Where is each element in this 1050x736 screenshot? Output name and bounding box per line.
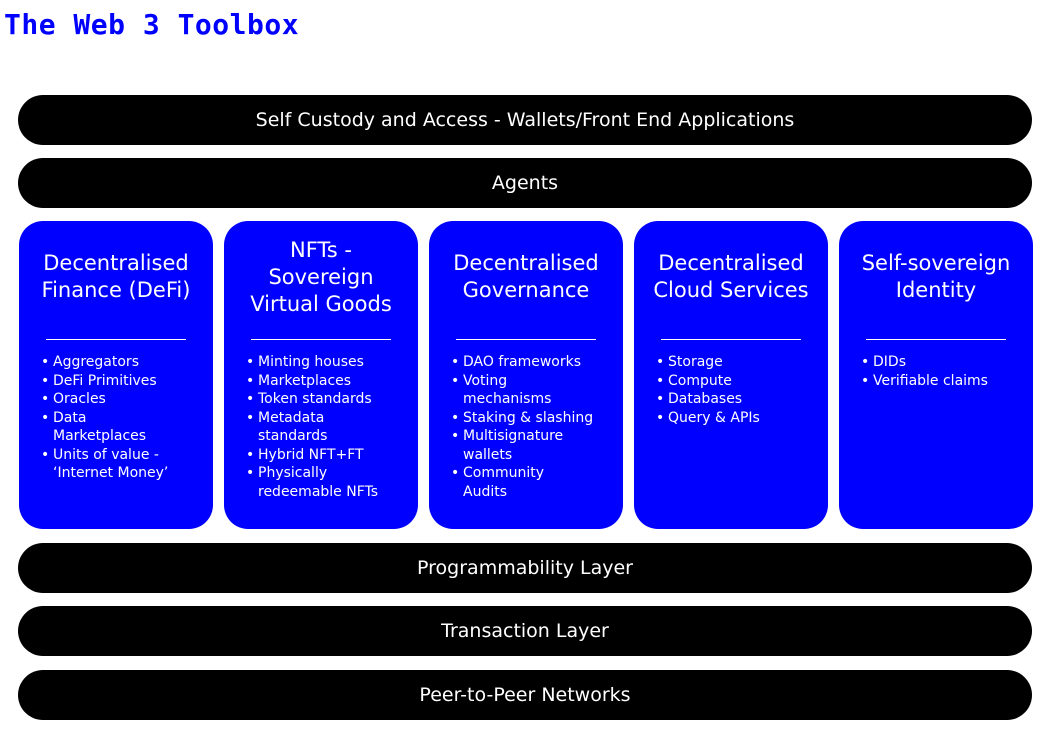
layer-programmability: Programmability Layer bbox=[18, 543, 1032, 593]
card-divider bbox=[456, 339, 596, 340]
card-divider bbox=[251, 339, 391, 340]
list-item: DAO frameworks bbox=[451, 353, 619, 372]
card-title: Self-sovereign Identity bbox=[861, 251, 1011, 302]
list-item: Oracles bbox=[41, 390, 209, 409]
card-decentralised-governance: Decentralised Governance DAO frameworks … bbox=[429, 221, 623, 529]
card-divider bbox=[661, 339, 801, 340]
layer-peer-to-peer-networks: Peer-to-Peer Networks bbox=[18, 670, 1032, 720]
list-item: Verifiable claims bbox=[861, 372, 1029, 391]
list-item: Marketplaces bbox=[246, 372, 414, 391]
list-item: Multisignature wallets bbox=[451, 427, 619, 464]
layer-transaction: Transaction Layer bbox=[18, 606, 1032, 656]
list-item: Minting houses bbox=[246, 353, 414, 372]
list-item: Compute bbox=[656, 372, 824, 391]
layer-label: Programmability Layer bbox=[417, 557, 633, 579]
list-item: Databases bbox=[656, 390, 824, 409]
page-title: The Web 3 Toolbox bbox=[4, 8, 300, 41]
list-item: Hybrid NFT+FT bbox=[246, 446, 414, 465]
layer-label: Peer-to-Peer Networks bbox=[419, 684, 631, 706]
card-item-list: DAO frameworks Voting mechanisms Staking… bbox=[451, 353, 619, 501]
list-item: Units of value - ‘Internet Money’ bbox=[41, 446, 209, 483]
card-self-sovereign-identity: Self-sovereign Identity DIDs Verifiable … bbox=[839, 221, 1033, 529]
layer-agents: Agents bbox=[18, 158, 1032, 208]
card-decentralised-cloud-services: Decentralised Cloud Services Storage Com… bbox=[634, 221, 828, 529]
card-item-list: DIDs Verifiable claims bbox=[861, 353, 1029, 390]
card-title: Decentralised Finance (DeFi) bbox=[41, 251, 191, 302]
list-item: Data Marketplaces bbox=[41, 409, 209, 446]
layer-label: Self Custody and Access - Wallets/Front … bbox=[255, 109, 795, 131]
layer-self-custody-and-access: Self Custody and Access - Wallets/Front … bbox=[18, 95, 1032, 145]
list-item: DeFi Primitives bbox=[41, 372, 209, 391]
toolbox-categories: Decentralised Finance (DeFi) Aggregators… bbox=[19, 221, 1033, 529]
list-item: Staking & slashing bbox=[451, 409, 619, 428]
list-item: Metadata standards bbox=[246, 409, 414, 446]
list-item: Query & APIs bbox=[656, 409, 824, 428]
list-item: Community Audits bbox=[451, 464, 619, 501]
card-item-list: Storage Compute Databases Query & APIs bbox=[656, 353, 824, 427]
card-decentralised-finance: Decentralised Finance (DeFi) Aggregators… bbox=[19, 221, 213, 529]
layer-label: Agents bbox=[491, 172, 559, 194]
list-item: Aggregators bbox=[41, 353, 209, 372]
list-item: Physically redeemable NFTs bbox=[246, 464, 414, 501]
card-title: Decentralised Cloud Services bbox=[653, 251, 809, 302]
card-item-list: Minting houses Marketplaces Token standa… bbox=[246, 353, 414, 501]
card-item-list: Aggregators DeFi Primitives Oracles Data… bbox=[41, 353, 209, 483]
card-title: Decentralised Governance bbox=[453, 251, 599, 302]
layer-label: Transaction Layer bbox=[441, 620, 609, 642]
card-title: NFTs - Sovereign Virtual Goods bbox=[250, 237, 392, 316]
card-nfts-sovereign-virtual-goods: NFTs - Sovereign Virtual Goods Minting h… bbox=[224, 221, 418, 529]
list-item: Token standards bbox=[246, 390, 414, 409]
card-divider bbox=[866, 339, 1006, 340]
list-item: DIDs bbox=[861, 353, 1029, 372]
card-divider bbox=[46, 339, 186, 340]
list-item: Voting mechanisms bbox=[451, 372, 619, 409]
list-item: Storage bbox=[656, 353, 824, 372]
